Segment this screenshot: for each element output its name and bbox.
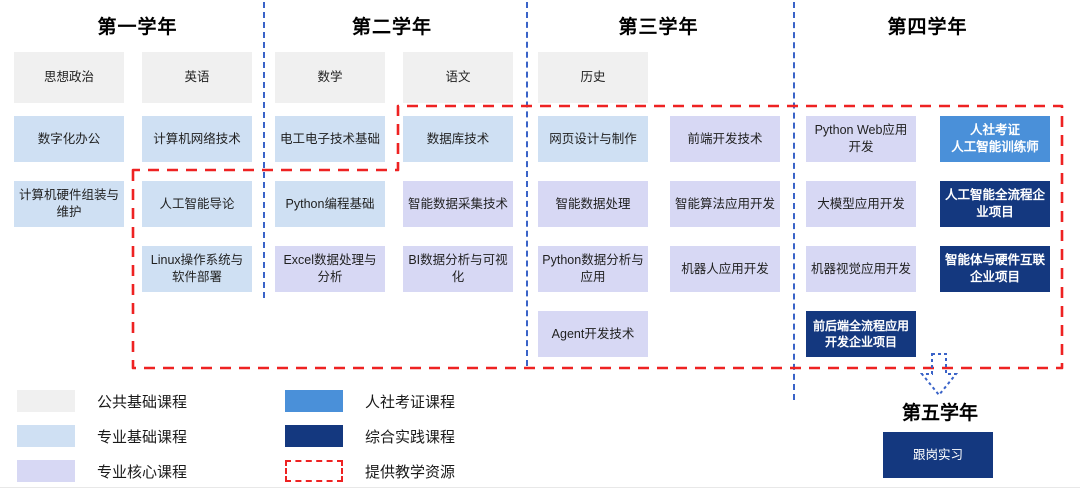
course-box[interactable]: 前后端全流程应用开发企业项目 xyxy=(806,311,916,357)
course-label: Linux操作系统与软件部署 xyxy=(150,253,244,284)
legend-label: 提供教学资源 xyxy=(365,463,456,481)
course-box[interactable]: 人社考证 人工智能训练师 xyxy=(940,116,1050,162)
year-divider-2-3 xyxy=(526,2,528,366)
course-box[interactable]: Python数据分析与应用 xyxy=(538,246,648,292)
legend-swatch-public xyxy=(17,390,75,412)
legend-item-resource: 提供教学资源 xyxy=(285,460,455,482)
course-box[interactable]: 历史 xyxy=(538,52,648,103)
legend-swatch-cert xyxy=(285,390,343,412)
legend-label: 综合实践课程 xyxy=(365,428,456,446)
legend-item-core: 专业核心课程 xyxy=(17,460,187,482)
year-header-label: 第四学年 xyxy=(887,17,968,38)
course-label: Excel数据处理与分析 xyxy=(283,253,377,284)
legend-item-basic: 专业基础课程 xyxy=(17,425,187,447)
legend-swatch-core xyxy=(17,460,75,482)
legend-swatch-basic xyxy=(17,425,75,447)
course-box[interactable]: 大模型应用开发 xyxy=(806,181,916,227)
course-label: 智能算法应用开发 xyxy=(674,196,775,211)
course-label: 智能数据采集技术 xyxy=(407,196,508,211)
course-label: 英语 xyxy=(184,70,210,85)
bottom-divider xyxy=(0,487,1080,488)
course-box[interactable]: 网页设计与制作 xyxy=(538,116,648,162)
year-divider-3-4 xyxy=(793,2,795,400)
course-label: 语文 xyxy=(445,70,471,85)
course-label: 人工智能全流程企业项目 xyxy=(944,188,1045,219)
year-header-2: 第二学年 xyxy=(272,12,512,39)
course-label: 大模型应用开发 xyxy=(817,196,905,211)
course-box[interactable]: BI数据分析与可视化 xyxy=(403,246,513,292)
course-box[interactable]: 前端开发技术 xyxy=(670,116,780,162)
course-label: 计算机硬件组装与维护 xyxy=(18,188,119,219)
course-label: 思想政治 xyxy=(43,70,94,85)
course-label: 前端开发技术 xyxy=(687,131,763,146)
course-box[interactable]: Linux操作系统与软件部署 xyxy=(142,246,252,292)
course-label: 网页设计与制作 xyxy=(549,131,637,146)
course-label: Python编程基础 xyxy=(285,196,375,211)
legend-item-cert: 人社考证课程 xyxy=(285,390,455,412)
course-box[interactable]: 智能体与硬件互联企业项目 xyxy=(940,246,1050,292)
legend-swatch-resource xyxy=(285,460,343,482)
course-label: BI数据分析与可视化 xyxy=(408,253,508,284)
year-header-label: 第二学年 xyxy=(351,17,432,38)
legend-swatch-practice xyxy=(285,425,343,447)
course-label: 数学 xyxy=(317,70,343,85)
course-label: 前后端全流程应用开发企业项目 xyxy=(812,318,909,349)
course-box[interactable]: Python Web应用开发 xyxy=(806,116,916,162)
course-label: 数字化办公 xyxy=(37,131,101,146)
course-label: 智能数据处理 xyxy=(555,196,631,211)
legend-label: 公共基础课程 xyxy=(97,393,188,411)
year-header-label: 第三学年 xyxy=(618,17,699,38)
legend: 公共基础课程 专业基础课程 专业核心课程 人社考证课程 综合实践课程 提供教学资… xyxy=(0,375,620,493)
legend-item-practice: 综合实践课程 xyxy=(285,425,455,447)
course-box[interactable]: 电工电子技术基础 xyxy=(275,116,385,162)
course-box[interactable]: Agent开发技术 xyxy=(538,311,648,357)
course-box[interactable]: 人工智能导论 xyxy=(142,181,252,227)
course-box[interactable]: Excel数据处理与分析 xyxy=(275,246,385,292)
course-label: 历史 xyxy=(580,70,606,85)
course-label: 人工智能导论 xyxy=(159,196,235,211)
legend-label: 专业核心课程 xyxy=(97,463,188,481)
course-label: 智能体与硬件互联企业项目 xyxy=(944,253,1045,284)
course-box[interactable]: 机器视觉应用开发 xyxy=(806,246,916,292)
fifth-year-label: 第五学年 xyxy=(901,403,978,424)
course-box[interactable]: 机器人应用开发 xyxy=(670,246,780,292)
course-box[interactable]: Python编程基础 xyxy=(275,181,385,227)
year-header-1: 第一学年 xyxy=(20,12,255,39)
course-label: 电工电子技术基础 xyxy=(279,131,380,146)
course-box[interactable]: 数学 xyxy=(275,52,385,103)
course-box[interactable]: 智能数据采集技术 xyxy=(403,181,513,227)
course-box[interactable]: 人工智能全流程企业项目 xyxy=(940,181,1050,227)
legend-item-public: 公共基础课程 xyxy=(17,390,187,412)
course-box[interactable]: 英语 xyxy=(142,52,252,103)
course-box-internship[interactable]: 跟岗实习 xyxy=(883,432,993,478)
year-header-4: 第四学年 xyxy=(800,12,1055,39)
year-header-label: 第一学年 xyxy=(97,17,178,38)
course-label: 跟岗实习 xyxy=(912,447,963,462)
course-label: 人社考证 人工智能训练师 xyxy=(951,123,1039,154)
year-divider-1-2 xyxy=(263,2,265,298)
course-label: Python Web应用开发 xyxy=(814,123,908,154)
course-box[interactable]: 数据库技术 xyxy=(403,116,513,162)
legend-label: 人社考证课程 xyxy=(365,393,456,411)
course-box[interactable]: 计算机网络技术 xyxy=(142,116,252,162)
course-box[interactable]: 语文 xyxy=(403,52,513,103)
course-box[interactable]: 数字化办公 xyxy=(14,116,124,162)
course-label: Python数据分析与应用 xyxy=(542,253,644,284)
down-arrow-dotted-icon xyxy=(919,353,959,397)
course-label: 机器人应用开发 xyxy=(681,261,769,276)
course-label: Agent开发技术 xyxy=(551,326,635,341)
course-box[interactable]: 思想政治 xyxy=(14,52,124,103)
fifth-year-title: 第五学年 xyxy=(860,398,1020,425)
course-box[interactable]: 智能算法应用开发 xyxy=(670,181,780,227)
course-box[interactable]: 智能数据处理 xyxy=(538,181,648,227)
course-box[interactable]: 计算机硬件组装与维护 xyxy=(14,181,124,227)
year-header-3: 第三学年 xyxy=(536,12,781,39)
legend-label: 专业基础课程 xyxy=(97,428,188,446)
course-label: 数据库技术 xyxy=(426,131,490,146)
course-label: 计算机网络技术 xyxy=(153,131,241,146)
course-label: 机器视觉应用开发 xyxy=(810,261,911,276)
